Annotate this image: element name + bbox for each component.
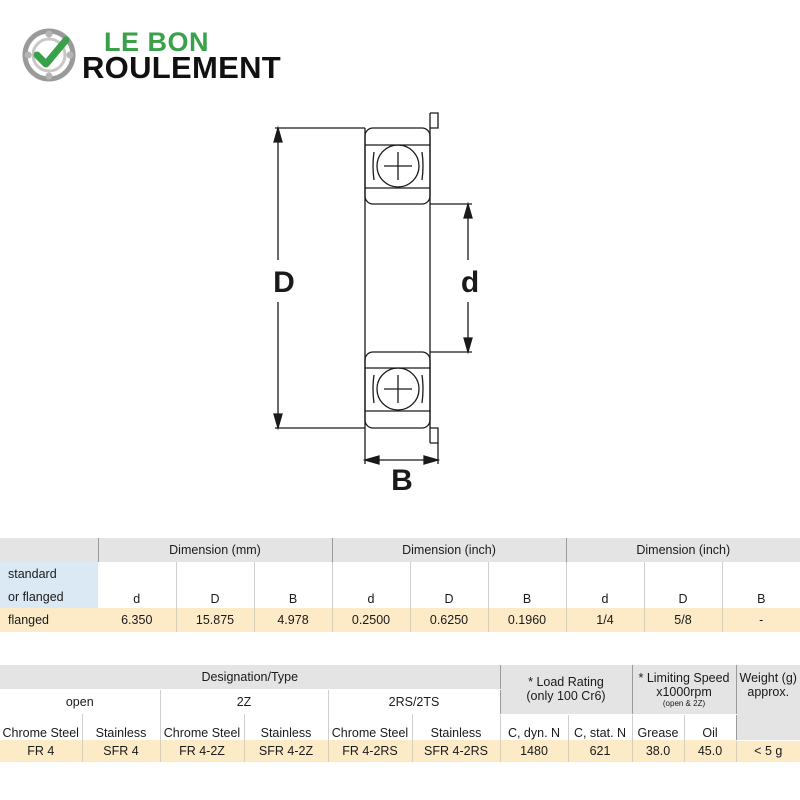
value-B-mm: 4.978 [253, 608, 332, 632]
value-d-fraction: 1/4 [565, 608, 644, 632]
col-header-d-fraction: d [565, 562, 644, 608]
outer-diameter-label: D [273, 266, 295, 299]
bearing-check-icon [22, 28, 76, 82]
value-B-inch: 0.1960 [487, 608, 566, 632]
value-weight: < 5 g [735, 740, 800, 762]
subheader-2rs-chrome: Chrome Steel [327, 714, 412, 740]
subheader-open-chrome: Chrome Steel [0, 714, 82, 740]
value-D-inch: 0.6250 [409, 608, 488, 632]
weight-title: Weight (g) [739, 671, 797, 685]
col-header-D-inch: D [409, 562, 488, 608]
col-header-d-inch: d [331, 562, 410, 608]
subheader-dynamic-load: C, dyn. N [499, 714, 568, 740]
value-d-mm: 6.350 [98, 608, 176, 632]
width-label: B [391, 464, 413, 497]
value-static-load: 621 [567, 740, 632, 762]
value-D-mm: 15.875 [175, 608, 254, 632]
2z-header: 2Z [159, 689, 328, 714]
col-header-D-fraction: D [643, 562, 722, 608]
value-grease-speed: 38.0 [631, 740, 684, 762]
value-2z-chrome: FR 4-2Z [159, 740, 244, 762]
group-header-mm: Dimension (mm) [97, 538, 332, 562]
value-oil-speed: 45.0 [683, 740, 736, 762]
value-d-inch: 0.2500 [331, 608, 410, 632]
load-rating-header: * Load Rating (only 100 Cr6) [499, 665, 632, 715]
weight-note: approx. [747, 685, 790, 699]
value-open-chrome: FR 4 [0, 740, 82, 762]
value-2rs-chrome: FR 4-2RS [327, 740, 412, 762]
subheader-grease: Grease [631, 714, 684, 740]
col-header-d-mm: d [98, 562, 176, 608]
value-2z-stainless: SFR 4-2Z [243, 740, 328, 762]
bearing-cross-section-drawing: D d B [273, 112, 479, 497]
group-header-inch-fraction: Dimension (inch) [565, 538, 800, 562]
subheader-2rs-stainless: Stainless [411, 714, 500, 740]
dimensions-table: Dimension (mm) Dimension (inch) Dimensio… [0, 538, 800, 632]
weight-header: Weight (g) approx. [735, 665, 800, 741]
row-label-flanged-option: or flanged [0, 586, 98, 608]
load-rating-note: (only 100 Cr6) [526, 689, 606, 704]
col-header-B-fraction: B [721, 562, 800, 608]
limiting-speed-title: * Limiting Speed [638, 670, 730, 685]
col-header-B-inch: B [487, 562, 566, 608]
subheader-2z-chrome: Chrome Steel [159, 714, 244, 740]
corner-cell [0, 538, 98, 562]
row-label-flanged: flanged [0, 608, 98, 632]
inner-diameter-label: d [461, 266, 479, 299]
open-header: open [0, 689, 160, 714]
col-header-D-mm: D [175, 562, 254, 608]
load-rating-title: * Load Rating [528, 675, 604, 690]
subheader-open-stainless: Stainless [81, 714, 160, 740]
specification-table: Designation/Type * Load Rating (only 100… [0, 665, 800, 762]
designation-header: Designation/Type [0, 665, 500, 690]
subheader-2z-stainless: Stainless [243, 714, 328, 740]
subheader-static-load: C, stat. N [567, 714, 632, 740]
logo-text-bottom: ROULEMENT [82, 50, 282, 85]
2rs-2ts-header: 2RS/2TS [327, 689, 500, 714]
limiting-speed-unit: x1000rpm [656, 684, 712, 699]
value-open-stainless: SFR 4 [81, 740, 160, 762]
limiting-speed-note: (open & 2Z) [662, 698, 706, 708]
logo-text-top: LE BON [104, 27, 210, 57]
col-header-B-mm: B [253, 562, 332, 608]
group-header-inch-decimal: Dimension (inch) [331, 538, 566, 562]
limiting-speed-header: * Limiting Speed x1000rpm (open & 2Z) [631, 665, 736, 715]
value-2rs-stainless: SFR 4-2RS [411, 740, 500, 762]
value-B-fraction: - [721, 608, 800, 632]
subheader-oil: Oil [683, 714, 736, 740]
row-label-standard: standard [0, 562, 98, 586]
value-D-fraction: 5/8 [643, 608, 722, 632]
brand-logo: LE BON ROULEMENT [22, 26, 302, 86]
value-dynamic-load: 1480 [499, 740, 568, 762]
